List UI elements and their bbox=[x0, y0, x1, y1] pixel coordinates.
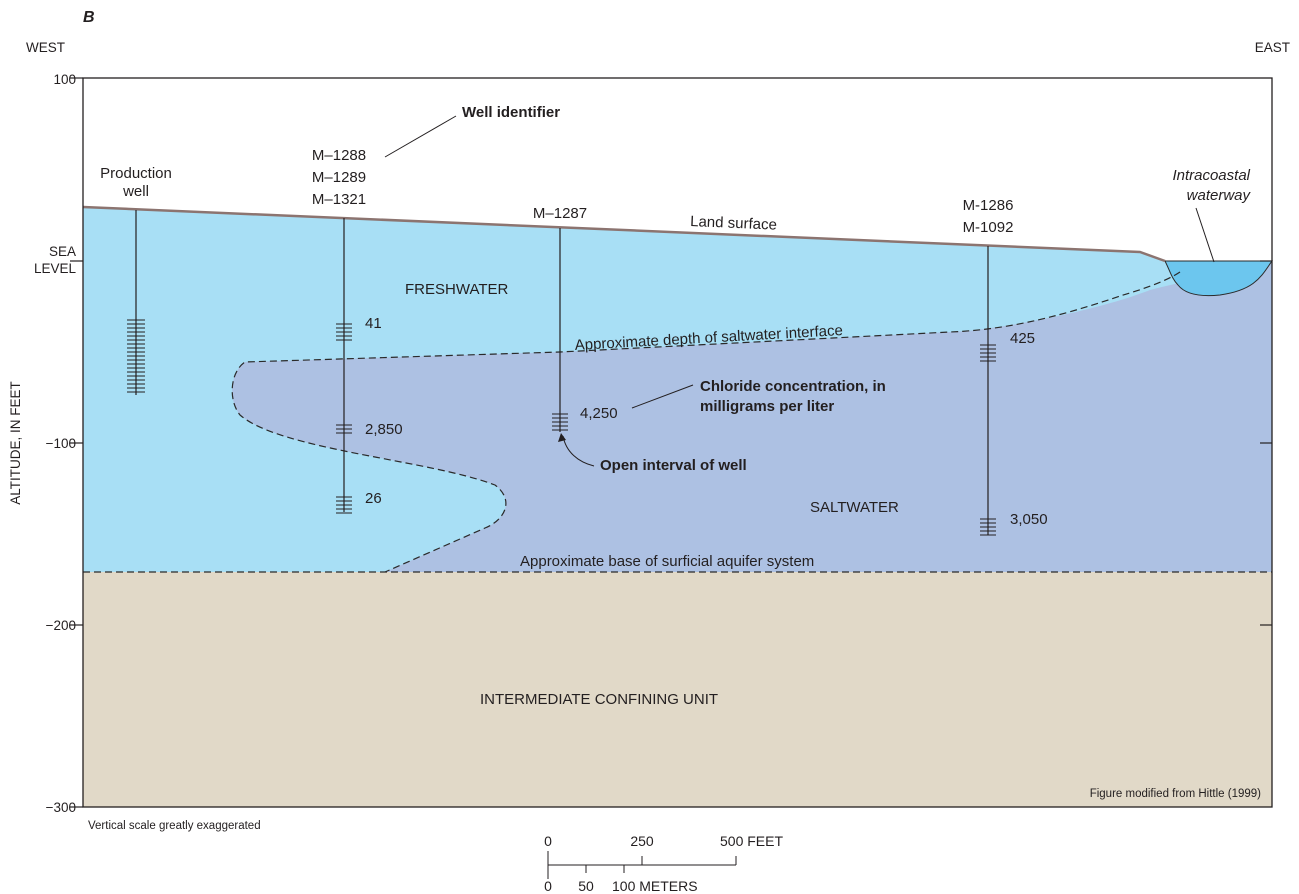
production-well-label-2: well bbox=[122, 183, 149, 200]
scale-bar bbox=[547, 851, 737, 879]
well-group-c bbox=[980, 246, 996, 536]
confining-unit-label: INTERMEDIATE CONFINING UNIT bbox=[480, 691, 718, 708]
intracoastal-label-2: waterway bbox=[1187, 187, 1252, 204]
y-tick-level: LEVEL bbox=[34, 261, 77, 276]
well-m1287 bbox=[552, 228, 568, 432]
base-surficial-label: Approximate base of surficial aquifer sy… bbox=[520, 553, 814, 570]
saltwater-zone bbox=[232, 261, 1273, 572]
well-id-m1321: M–1321 bbox=[312, 191, 366, 208]
chloride-value-41: 41 bbox=[365, 315, 382, 332]
well-group-a bbox=[336, 218, 352, 514]
saltwater-interface-line bbox=[231, 271, 1181, 573]
saltwater-label: SALTWATER bbox=[810, 499, 899, 516]
chloride-value-425: 425 bbox=[1010, 330, 1035, 347]
y-tick-minus200: −200 bbox=[46, 618, 76, 633]
scale-meters-0: 0 bbox=[544, 878, 552, 894]
scale-feet-250: 250 bbox=[630, 833, 654, 849]
intracoastal-leader bbox=[1195, 207, 1215, 263]
well-id-m1092: M-1092 bbox=[963, 219, 1014, 236]
direction-east: EAST bbox=[1255, 40, 1290, 55]
production-well bbox=[127, 210, 145, 395]
chloride-value-26: 26 bbox=[365, 490, 382, 507]
figure-credit: Figure modified from Hittle (1999) bbox=[1090, 788, 1261, 800]
land-surface-line bbox=[82, 205, 1166, 263]
well-id-m1286: M-1286 bbox=[963, 197, 1014, 214]
production-well-label-1: Production bbox=[100, 165, 172, 182]
y-tick-100: 100 bbox=[53, 72, 76, 87]
y-tick-sea: SEA bbox=[49, 244, 76, 259]
well-id-m1287: M–1287 bbox=[533, 205, 587, 222]
scale-meters-100: 100 METERS bbox=[612, 878, 698, 894]
open-interval-arrowhead bbox=[558, 433, 566, 442]
chloride-label-1: Chloride concentration, in bbox=[700, 378, 886, 395]
scale-meters-50: 50 bbox=[578, 878, 594, 894]
y-axis-label: ALTITUDE, IN FEET bbox=[8, 381, 23, 505]
freshwater-label: FRESHWATER bbox=[405, 281, 508, 298]
chloride-label-2: milligrams per liter bbox=[700, 398, 834, 415]
scale-feet-500: 500 FEET bbox=[720, 833, 783, 849]
vertical-scale-note: Vertical scale greatly exaggerated bbox=[88, 820, 261, 832]
well-id-m1288: M–1288 bbox=[312, 147, 366, 164]
well-identifier-leader bbox=[384, 115, 457, 158]
well-identifier-label: Well identifier bbox=[462, 104, 560, 121]
intracoastal-label-1: Intracoastal bbox=[1172, 167, 1250, 184]
y-axis-ticks bbox=[70, 77, 1272, 808]
panel-label: B bbox=[83, 9, 95, 26]
well-id-m1289: M–1289 bbox=[312, 169, 366, 186]
scale-feet-0: 0 bbox=[544, 833, 552, 849]
waterway bbox=[1164, 260, 1273, 297]
chloride-value-2850: 2,850 bbox=[365, 421, 403, 438]
chloride-leader bbox=[631, 384, 694, 409]
confining-unit-zone bbox=[83, 572, 1272, 807]
y-tick-minus100: −100 bbox=[46, 436, 76, 451]
chloride-value-4250: 4,250 bbox=[580, 405, 618, 422]
open-interval-label: Open interval of well bbox=[600, 457, 747, 474]
direction-west: WEST bbox=[26, 40, 65, 55]
chloride-value-3050: 3,050 bbox=[1010, 511, 1048, 528]
y-tick-minus300: −300 bbox=[46, 800, 76, 815]
land-surface-label: Land surface bbox=[690, 213, 777, 234]
